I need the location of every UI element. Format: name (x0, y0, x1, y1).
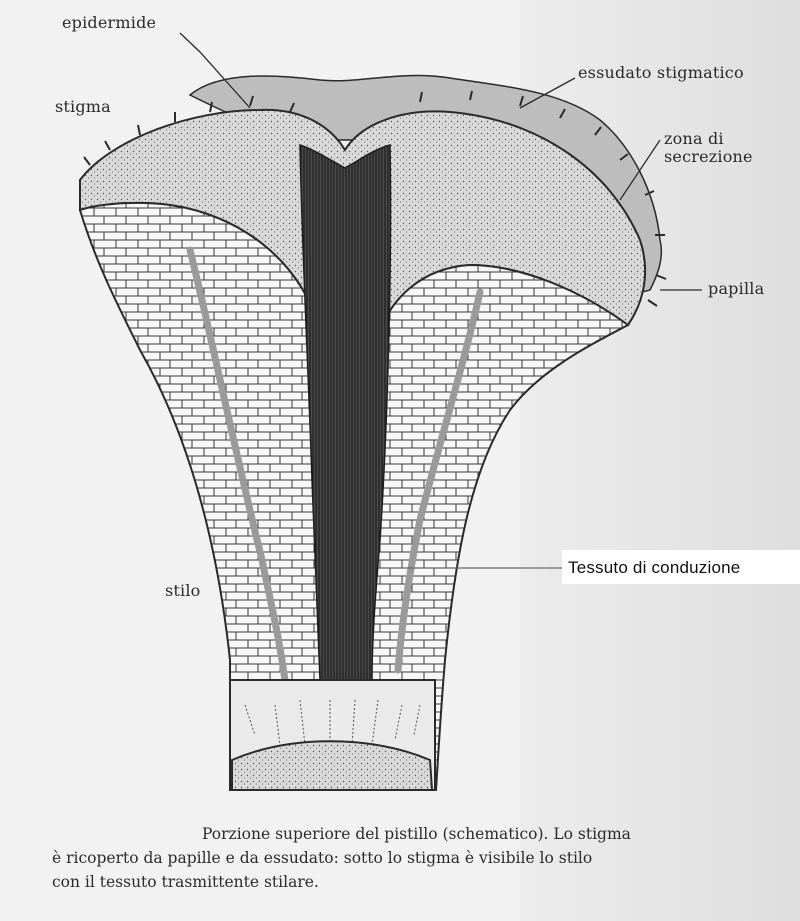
label-zona-line1: zona di (664, 130, 753, 148)
label-essudato-stigmatico: essudato stigmatico (578, 64, 744, 82)
label-epidermide: epidermide (62, 14, 156, 32)
caption-line1: Porzione superiore del pistillo (schemat… (112, 822, 772, 846)
label-papilla: papilla (708, 280, 764, 298)
caption-line3: con il tessuto trasmittente stilare. (52, 870, 772, 894)
label-tessuto-di-conduzione: Tessuto di conduzione (568, 558, 740, 578)
caption-line2: è ricoperto da papille e da essudato: so… (52, 846, 772, 870)
label-zona-di-secrezione: zona di secrezione (664, 130, 753, 167)
label-stilo: stilo (165, 582, 201, 600)
figure-caption: Porzione superiore del pistillo (schemat… (112, 822, 772, 894)
label-stigma: stigma (55, 98, 111, 116)
label-zona-line2: secrezione (664, 148, 753, 166)
